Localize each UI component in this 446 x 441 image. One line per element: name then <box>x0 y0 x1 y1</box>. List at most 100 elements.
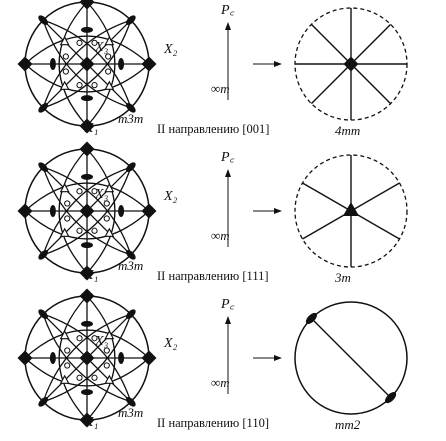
point-group-symbol: m3m <box>118 111 144 126</box>
threefold-axis-marker <box>104 227 115 237</box>
field-arrow-head <box>225 316 231 324</box>
fourfold-axis-marker <box>79 288 95 304</box>
twofold-axis-marker <box>38 15 48 25</box>
fourfold-axis-center <box>79 56 95 72</box>
axis-label-x3: X₃ <box>95 334 109 349</box>
result-group-symbol: mm2 <box>335 417 361 432</box>
axis-label-x1: X₁ <box>85 415 99 430</box>
face-pole-marker <box>91 335 98 342</box>
point-group-symbol: m3m <box>118 405 144 420</box>
result-mirror-line <box>350 210 400 240</box>
mirror-arc <box>42 19 132 109</box>
threefold-axis-marker <box>59 227 70 237</box>
result-threefold-axis <box>342 202 360 216</box>
result-mirror-line <box>302 182 352 212</box>
face-pole-marker <box>103 200 110 207</box>
mirror-arc <box>24 357 150 387</box>
twofold-axis-marker <box>118 205 125 217</box>
result-mirror-line <box>310 23 352 65</box>
result-twofold-marker <box>385 392 397 404</box>
twofold-axis-marker <box>81 242 93 249</box>
mirror-arc <box>42 313 132 403</box>
threefold-axis-marker <box>104 374 115 384</box>
fourfold-axis-marker <box>17 350 33 366</box>
twofold-axis-marker <box>49 58 56 70</box>
twofold-axis-marker <box>38 103 48 113</box>
field-label: P꜀ <box>221 150 235 165</box>
mirror-arc <box>24 210 150 240</box>
mirror-arc <box>42 166 132 256</box>
mirror-arc <box>86 295 116 421</box>
transition-arrow-head <box>274 208 282 214</box>
field-label: P꜀ <box>221 297 235 312</box>
row-3-group <box>17 288 408 428</box>
face-pole-marker <box>103 362 110 369</box>
mirror-arc <box>24 182 150 212</box>
axis-label-x1: X₁ <box>85 268 99 283</box>
face-pole-marker <box>62 53 69 60</box>
mirror-arc <box>42 19 132 109</box>
face-pole-marker <box>105 53 112 60</box>
mirror-arc <box>42 19 132 109</box>
fourfold-axis-marker <box>79 265 95 281</box>
mirror-arc <box>58 1 88 127</box>
curie-group-symbol: ∞m <box>211 228 230 243</box>
threefold-axis-marker <box>59 36 70 46</box>
mirror-arc <box>58 295 88 421</box>
result-mirror-line <box>350 63 392 105</box>
direction-caption: II направлению [110] <box>157 416 269 430</box>
result-mirror-line <box>310 317 392 399</box>
fourfold-axis-marker <box>79 141 95 157</box>
threefold-axis-marker <box>104 36 115 46</box>
face-pole-marker <box>76 374 83 381</box>
face-pole-marker <box>103 347 110 354</box>
curie-group-symbol: ∞m <box>211 375 230 390</box>
result-mirror-line <box>350 182 400 212</box>
mirror-arc <box>24 329 150 359</box>
result-mirror-line <box>302 210 352 240</box>
face-pole-marker <box>91 82 98 89</box>
mirror-arc <box>42 166 132 256</box>
face-pole-marker <box>76 227 83 234</box>
result-group-symbol: 3m <box>335 270 351 285</box>
face-pole-marker <box>76 335 83 342</box>
axis-label-x2: X₂ <box>164 336 178 351</box>
fourfold-axis-marker <box>79 118 95 134</box>
fourfold-axis-marker <box>141 350 157 366</box>
twofold-axis-marker <box>126 162 136 172</box>
mirror-arc <box>42 166 132 256</box>
face-pole-marker <box>103 215 110 222</box>
twofold-axis-marker <box>38 250 48 260</box>
result-mirror-line <box>310 63 352 105</box>
mirror-arc <box>42 313 132 403</box>
twofold-axis-marker <box>38 397 48 407</box>
face-pole-marker <box>64 200 71 207</box>
threefold-axis-marker <box>59 330 70 340</box>
mirror-arc <box>86 1 116 127</box>
field-arrow-head <box>225 169 231 177</box>
transition-arrow-head <box>274 61 282 67</box>
fourfold-axis-marker <box>141 56 157 72</box>
twofold-axis-marker <box>126 103 136 113</box>
direction-caption: II направлению [111] <box>157 269 269 283</box>
face-pole-marker <box>64 347 71 354</box>
twofold-axis-marker <box>81 389 93 396</box>
threefold-axis-marker <box>104 330 115 340</box>
twofold-axis-marker <box>38 309 48 319</box>
threefold-axis-marker <box>59 374 70 384</box>
twofold-axis-marker <box>81 26 93 33</box>
twofold-axis-marker <box>81 320 93 327</box>
fourfold-axis-center <box>79 350 95 366</box>
face-pole-marker <box>91 188 98 195</box>
mirror-arc <box>42 313 132 403</box>
threefold-axis-marker <box>104 183 115 193</box>
direction-caption: II направлению [001] <box>157 122 270 136</box>
threefold-axis-marker <box>104 80 115 90</box>
row-2-group <box>17 141 408 281</box>
face-pole-marker <box>76 188 83 195</box>
result-group-symbol: 4mm <box>335 123 361 138</box>
field-label: P꜀ <box>221 3 235 18</box>
face-pole-marker <box>64 362 71 369</box>
twofold-axis-marker <box>49 205 56 217</box>
